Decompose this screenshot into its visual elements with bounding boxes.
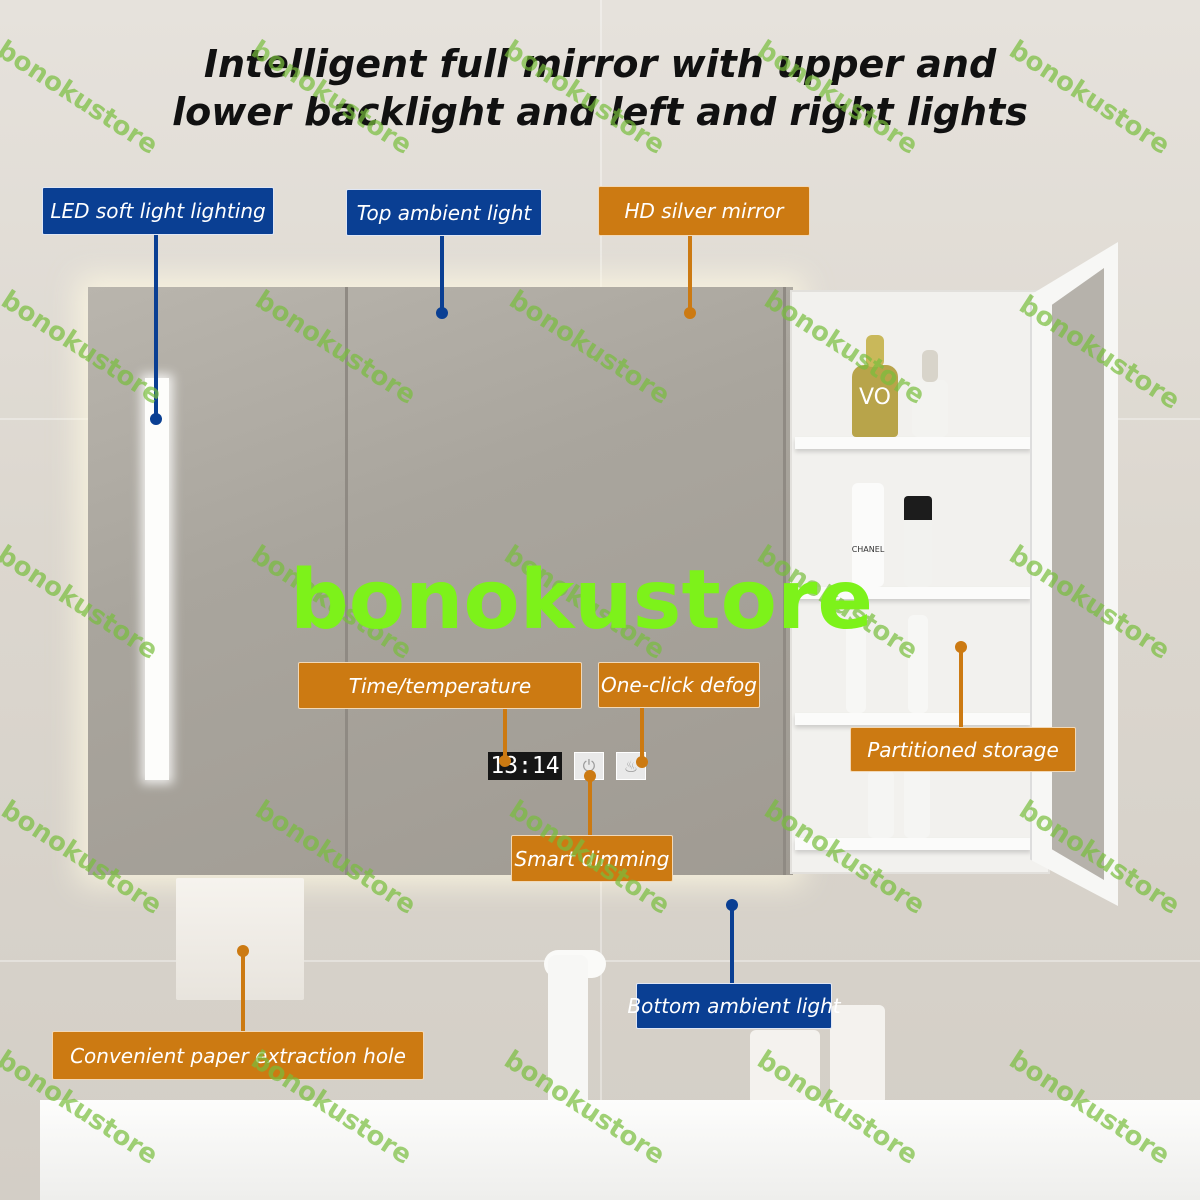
callout-dot (436, 307, 448, 319)
cup (830, 1005, 885, 1105)
callout-dot (237, 945, 249, 957)
callout-bottom-ambient-light: Bottom ambient light (627, 983, 841, 1029)
bottle (852, 365, 898, 437)
callout-line (241, 950, 245, 1032)
callout-line (440, 235, 444, 313)
callout-smart-dimming: Smart dimming (511, 835, 673, 882)
cup (750, 1030, 820, 1105)
bottle-label: VO (859, 385, 891, 410)
door-gap (345, 287, 348, 875)
door-gap (783, 287, 786, 875)
storage-shelf (795, 713, 1031, 725)
callout-line (503, 708, 507, 760)
callout-one-click-defog: One-click defog (598, 662, 760, 708)
callout-line (154, 235, 158, 417)
bottle (912, 380, 948, 437)
callout-hd-silver-mirror: HD silver mirror (598, 186, 810, 236)
callout-dot (150, 413, 162, 425)
callout-dot (726, 899, 738, 911)
wash-basin (40, 1100, 1200, 1200)
callout-line (730, 905, 734, 987)
tube (908, 615, 928, 713)
callout-line (640, 706, 644, 761)
callout-dot (499, 755, 511, 767)
storage-shelf (795, 587, 1031, 599)
bottle-label: CHANEL (851, 545, 885, 554)
callout-line (688, 235, 692, 313)
headline-line-2: lower backlight and left and right light… (172, 90, 1028, 134)
led-light-strip (145, 378, 169, 780)
callout-top-ambient-light: Top ambient light (346, 189, 542, 236)
callout-line (959, 647, 963, 729)
callout-paper-extraction-hole: Convenient paper extraction hole (52, 1031, 424, 1080)
storage-shelf (795, 437, 1031, 449)
bottle (852, 483, 884, 587)
bottle-cap (866, 335, 884, 367)
callout-dot (584, 770, 596, 782)
bottle-cap (922, 350, 938, 382)
callout-partitioned-storage: Partitioned storage (850, 727, 1076, 772)
bottle (868, 770, 894, 838)
clock-display: 13:14 (488, 752, 562, 780)
faucet (548, 955, 588, 1110)
callout-dot (955, 641, 967, 653)
mirror-cabinet (88, 287, 793, 875)
tissue-paper (176, 878, 304, 1000)
storage-shelf (795, 838, 1031, 850)
callout-dot (684, 307, 696, 319)
open-door-mirror (1052, 268, 1104, 880)
callout-line (588, 774, 592, 836)
headline-line-1: Intelligent full mirror with upper and (203, 42, 997, 86)
tube (846, 620, 866, 713)
defog-icon: ♨ (623, 756, 639, 776)
center-watermark: bonokustore (290, 553, 874, 648)
callout-led-soft-light: LED soft light lighting (42, 187, 274, 235)
callout-time-temperature: Time/temperature (298, 662, 582, 709)
callout-dot (636, 756, 648, 768)
bottle (904, 760, 930, 838)
bottle-cap (904, 496, 932, 520)
